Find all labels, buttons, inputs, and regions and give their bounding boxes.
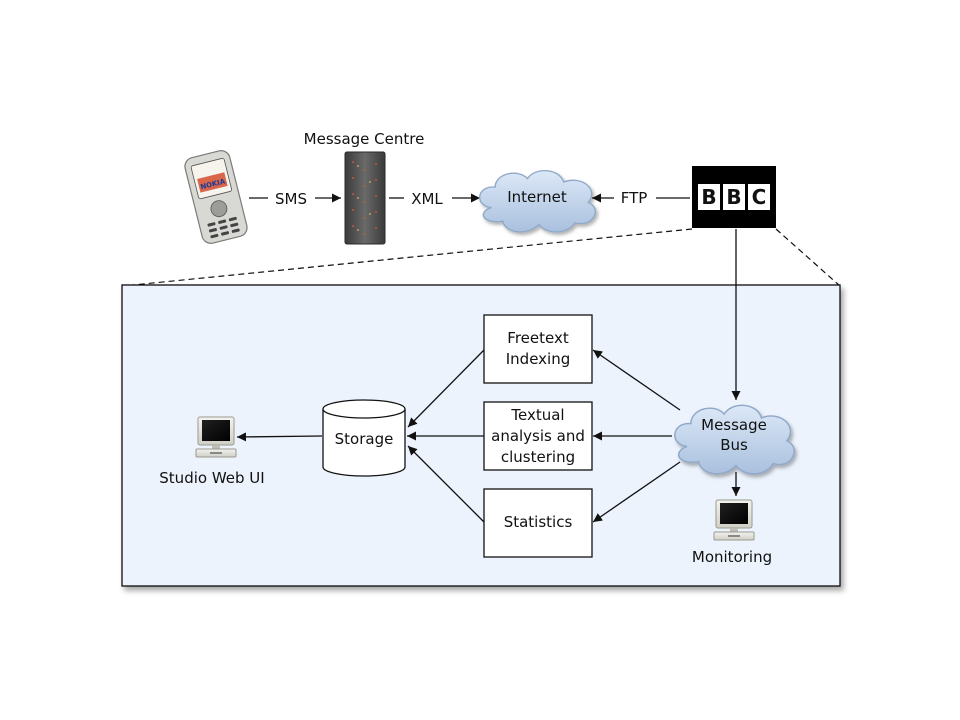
textual-analysis-line-2: analysis and xyxy=(491,427,585,445)
mobile-phone-icon: NOKIA xyxy=(184,150,248,244)
statistics-label: Statistics xyxy=(504,513,573,531)
freetext-indexing-line-2: Indexing xyxy=(506,350,571,368)
statistics-box: Statistics xyxy=(483,488,593,558)
textual-analysis-box: Textual analysis and clustering xyxy=(483,401,593,471)
storage-label: Storage xyxy=(335,430,394,448)
bus-to-freetext-arrow xyxy=(592,349,681,411)
server-rack-icon xyxy=(344,151,386,245)
zoom-line-left xyxy=(122,228,693,287)
message-bus-label-line-2: Bus xyxy=(720,436,748,454)
sms-label: SMS xyxy=(275,190,307,208)
message-centre-label: Message Centre xyxy=(304,130,425,148)
freetext-indexing-box: Freetext Indexing xyxy=(483,314,593,384)
internet-label: Internet xyxy=(507,188,567,206)
bbc-letter-2: B xyxy=(726,185,741,209)
zoom-line-right xyxy=(775,228,841,287)
storage-cylinder-icon xyxy=(322,399,406,477)
bbc-letter-1: B xyxy=(701,185,716,209)
ftp-label: FTP xyxy=(621,189,648,207)
storage-to-studio-arrow xyxy=(236,432,323,442)
message-bus-label-line-1: Message xyxy=(701,416,767,434)
textual-analysis-line-3: clustering xyxy=(501,448,575,466)
statistics-to-storage-arrow xyxy=(407,445,485,523)
monitoring-label: Monitoring xyxy=(692,548,772,566)
studio-web-ui-label: Studio Web UI xyxy=(159,469,264,487)
monitoring-monitor-icon xyxy=(713,499,755,541)
xml-label: XML xyxy=(411,190,443,208)
bbc-letter-3: C xyxy=(752,185,767,209)
studio-web-ui-monitor-icon xyxy=(195,416,237,458)
freetext-to-storage-arrow xyxy=(407,349,485,428)
freetext-indexing-line-1: Freetext xyxy=(507,329,569,347)
textual-analysis-line-1: Textual xyxy=(510,406,564,424)
bus-to-statistics-arrow xyxy=(592,461,681,523)
bbc-logo-icon: B B C xyxy=(692,166,776,228)
